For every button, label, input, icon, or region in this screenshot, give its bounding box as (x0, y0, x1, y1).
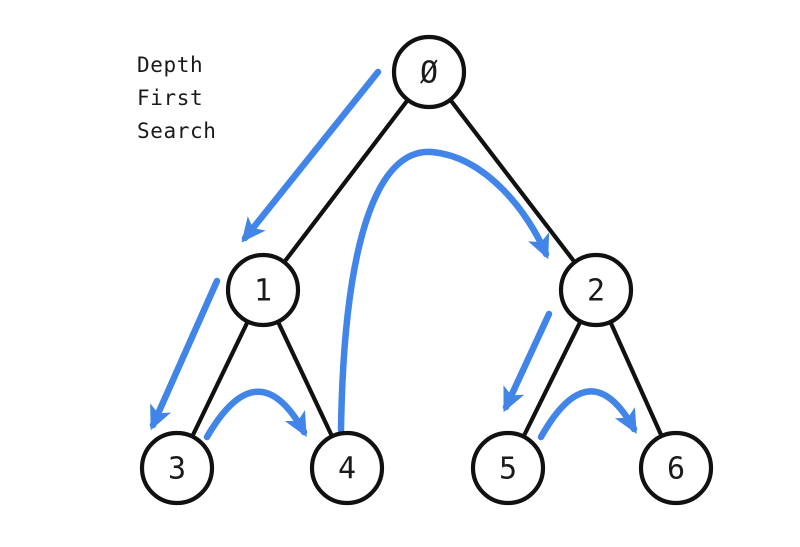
caption-line-1: Depth (137, 53, 203, 77)
node-label-2: 2 (587, 274, 605, 309)
tree-edge-2-5 (521, 319, 583, 439)
node-label-1: 1 (254, 274, 272, 309)
caption-line-3: Search (137, 119, 216, 143)
tree-node-4[interactable]: 4 (309, 430, 385, 506)
tree-edge-1-4 (275, 319, 335, 439)
node-circle-2 (558, 252, 634, 328)
traversal-arrow-4-to-2 (337, 148, 550, 434)
node-circle-5 (470, 430, 546, 506)
node-circle-4 (309, 430, 385, 506)
tree-edge-0-2 (448, 97, 577, 265)
traversal-arrow-3-to-4 (203, 388, 308, 441)
tree-node-3[interactable]: 3 (139, 430, 215, 506)
tree-node-2[interactable]: 2 (558, 252, 634, 328)
node-label-0: Ø (420, 56, 438, 91)
tree-edge-0-1 (282, 97, 410, 265)
node-circle-3 (139, 430, 215, 506)
traversal-arrow-0-to-1 (241, 68, 382, 243)
tree-node-1[interactable]: 1 (225, 252, 301, 328)
tree-edge-2-6 (608, 319, 664, 439)
node-circle-0 (391, 34, 467, 110)
tree-node-6[interactable]: 6 (638, 430, 714, 506)
tree-edge-1-3 (190, 319, 250, 439)
tree-edge-layer (190, 97, 664, 439)
traversal-arrow-1-to-3 (149, 277, 221, 431)
node-label-4: 4 (338, 452, 356, 487)
node-label-3: 3 (168, 452, 186, 487)
traversal-arrow-2-to-5 (502, 310, 553, 413)
caption-line-2: First (137, 86, 203, 110)
node-label-5: 5 (499, 452, 517, 487)
node-circle-1 (225, 252, 301, 328)
tree-node-layer: Ø 1 2 3 4 5 6 (139, 34, 714, 506)
node-circle-6 (638, 430, 714, 506)
tree-node-0[interactable]: Ø (391, 34, 467, 110)
traversal-arrow-5-to-6 (537, 388, 638, 441)
node-label-6: 6 (667, 452, 685, 487)
traversal-arrow-layer (149, 68, 638, 441)
tree-node-5[interactable]: 5 (470, 430, 546, 506)
